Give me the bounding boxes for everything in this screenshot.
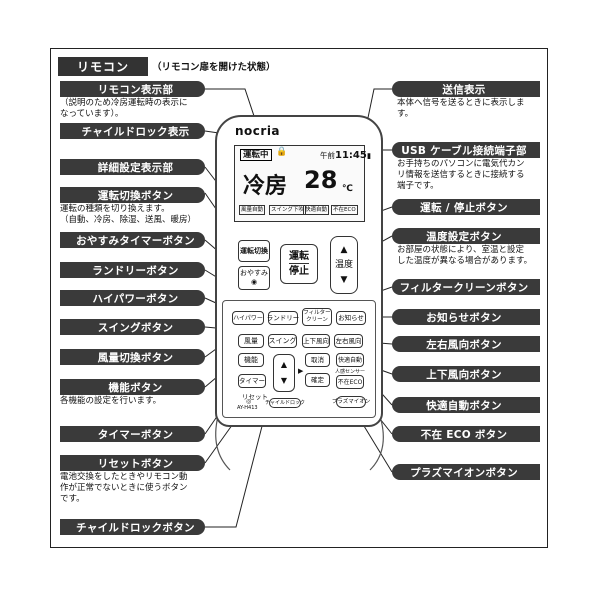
notice-button[interactable]: お知らせ [336, 311, 366, 325]
label-away-eco: 不在 ECO ボタン [392, 426, 540, 442]
desc-remote-display: （説明のため冷房運転時の表示になっています）。 [60, 98, 188, 119]
desc-reset: 電池交換をしたときやリモコン動作が正常でないときに使うボタンです。 [60, 472, 188, 504]
running-badge: 運転中 [240, 149, 272, 161]
label-child-lock-display: チャイルドロック表示 [60, 123, 205, 139]
child-lock-icon: 🔒 [276, 147, 288, 157]
temp-readout: 28 [304, 166, 338, 194]
label-updown-direction: 上下風向ボタン [392, 366, 540, 382]
label-reset: リセットボタン [60, 455, 205, 471]
leftright-direction-button[interactable]: 左右風向 [334, 334, 363, 348]
diagram-subtitle: （リモコン扉を開けた状態） [152, 62, 276, 73]
label-leftright-direction: 左右風向ボタン [392, 336, 540, 352]
temp-down-icon: ▼ [340, 274, 348, 285]
reset-button[interactable]: ◎ [246, 398, 252, 405]
label-usb-port: USB ケーブル接続端子部 [392, 142, 540, 158]
indicator-swing: スイング下吹 [269, 205, 307, 215]
label-detail-display: 詳細設定表示部 [60, 159, 205, 175]
label-comfort-auto: 快適自動ボタン [392, 397, 540, 413]
away-eco-button[interactable]: 不在ECO [336, 375, 364, 389]
mode-switch-button[interactable]: 運転切換 [238, 240, 270, 262]
indicator-fan-auto: 風量自動 [239, 205, 266, 215]
label-high-power: ハイパワーボタン [60, 290, 205, 306]
label-transmit: 送信表示 [392, 81, 540, 97]
confirm-button[interactable]: 確定 [305, 373, 330, 387]
desc-function: 各機能の設定を行います。 [60, 396, 162, 406]
run-stop-button[interactable]: 運転停止 [280, 244, 318, 284]
human-sensor-label: 人感センサー [335, 369, 366, 375]
label-oyasumi-timer: おやすみタイマーボタン [60, 232, 205, 248]
indicator-comfort: 快適自動 [303, 205, 330, 215]
indicator-eco: 不在ECO [331, 205, 358, 215]
label-filter-clean: フィルタークリーンボタン [392, 279, 540, 295]
cancel-button[interactable]: 取消 [305, 353, 330, 367]
label-temp-setting: 温度設定ボタン [392, 228, 540, 244]
sleep-icon: ◉ [250, 278, 258, 286]
desc-usb-port: お手持ちのパソコンに電気代カンリ情報を送信するときに接続する端子です。 [397, 159, 525, 191]
temp-unit: ℃ [342, 184, 353, 194]
label-child-lock-button: チャイルドロックボタン [60, 519, 205, 535]
up-down-arrow-button[interactable]: ▲▼ [273, 354, 295, 392]
temp-up-icon: ▲ [340, 244, 348, 255]
desc-transmit: 本体へ信号を送るときに表示します。 [397, 98, 525, 119]
swing-button[interactable]: スイング [268, 334, 297, 348]
desc-mode-switch: 運転の種類を切り換えます。（自動、冷房、除湿、送風、暖房） [60, 204, 197, 225]
updown-direction-button[interactable]: 上下風向 [302, 334, 330, 348]
arrow-up-icon: ▲ [280, 360, 288, 369]
model-number: AY-H413 [237, 405, 258, 411]
fan-volume-button[interactable]: 風量 [238, 334, 264, 348]
oyasumi-timer-button[interactable]: おやすみ◉ [238, 266, 270, 290]
diagram-title: リモコン [58, 57, 148, 76]
signal-icon: ▮ [366, 151, 371, 160]
desc-temp-setting: お部屋の状態により、室温と設定した温度が異なる場合があります。 [397, 245, 533, 266]
clock-readout: 午前11:45▮ [320, 150, 371, 161]
timer-button[interactable]: タイマー [238, 374, 266, 388]
chevron-right-icon: ▶ [298, 367, 304, 375]
label-swing: スイングボタン [60, 319, 205, 335]
temp-setting-button[interactable]: ▲温度▼ [330, 236, 358, 294]
door-panel [222, 300, 376, 418]
label-laundry: ランドリーボタン [60, 262, 205, 278]
plasma-ion-button[interactable]: プラズマイオン [332, 396, 370, 408]
comfort-auto-button[interactable]: 快適自動 [336, 353, 364, 367]
filter-clean-button[interactable]: フィルタークリーン [302, 308, 332, 326]
brand-logo: nocria [235, 124, 281, 138]
label-fan-volume: 風量切換ボタン [60, 349, 205, 365]
reset-label: リセット [242, 393, 268, 401]
arrow-down-icon: ▼ [280, 376, 288, 385]
label-timer: タイマーボタン [60, 426, 205, 442]
mode-readout: 冷房 [243, 174, 288, 199]
function-button[interactable]: 機能 [238, 353, 264, 367]
label-function: 機能ボタン [60, 379, 205, 395]
label-remote-display: リモコン表示部 [60, 81, 205, 97]
label-notice: お知らせボタン [392, 309, 540, 325]
label-run-stop: 運転 / 停止ボタン [392, 199, 540, 215]
laundry-button[interactable]: ランドリー [267, 311, 299, 325]
diagram-frame [50, 48, 548, 548]
label-mode-switch: 運転切換ボタン [60, 187, 205, 203]
high-power-button[interactable]: ハイパワー [232, 311, 264, 325]
label-plasma-ion: プラズマイオンボタン [392, 464, 540, 480]
child-lock-button[interactable]: チャイルドロック [265, 398, 305, 408]
remote-display [234, 145, 365, 222]
